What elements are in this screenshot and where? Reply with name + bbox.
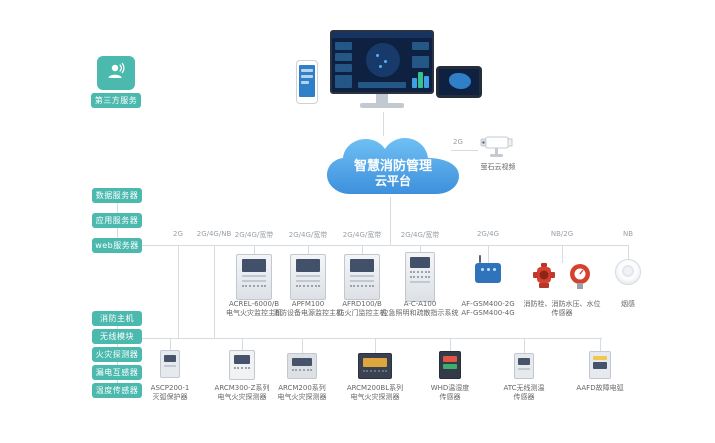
dashboard-screen — [330, 30, 434, 94]
device-smoke-detector — [615, 259, 641, 285]
device-label: AAFD故障电弧 — [576, 384, 624, 392]
device-hydrant-sensors — [532, 262, 596, 292]
device-label: ARCM200BL系列 电气火灾探测器 — [346, 384, 404, 401]
device-arcm200bl — [358, 353, 392, 379]
badge-fire-detector: 火灾探测器 — [92, 347, 142, 362]
device-label: APFM100 消防设备电源监控主机 — [273, 300, 343, 317]
connector-line — [628, 245, 629, 259]
connector-line — [390, 197, 391, 245]
device-acrel6000-host — [236, 254, 272, 300]
network-label: NB/2G — [550, 230, 574, 238]
connector-line — [600, 338, 601, 351]
device-whd — [439, 351, 461, 379]
cloud-icon — [322, 138, 464, 202]
device-aca100-cabinet — [405, 252, 435, 302]
cloud-title-line2: 云平台 — [374, 174, 411, 188]
third-party-tile — [97, 56, 135, 90]
third-party-label: 第三方服务 — [91, 93, 141, 108]
device-screen — [296, 259, 320, 272]
badge-data-server: 数据服务器 — [92, 188, 142, 203]
cloud-platform: 智慧消防管理 云平台 — [322, 134, 464, 200]
device-ascp200 — [160, 350, 180, 378]
network-label: 2G/4G/宽带 — [234, 231, 274, 239]
water-pressure-gauge-icon — [567, 262, 593, 294]
network-label: NB — [622, 230, 634, 238]
fire-hydrant-icon — [532, 262, 556, 294]
device-label: AF-GSM400-2G AF-GSM400-4G — [461, 300, 515, 317]
antenna-icon — [479, 255, 481, 263]
badge-app-server: 应用服务器 — [92, 213, 142, 228]
connector-line — [383, 112, 384, 136]
badge-temperature-sensor: 温度传感器 — [92, 383, 142, 398]
device-atc — [514, 353, 534, 379]
camera-label: 萤石云视频 — [480, 163, 516, 171]
cloud-title-line1: 智慧消防管理 — [353, 159, 432, 174]
device-arcm300z — [229, 350, 255, 380]
network-label: 2G/4G/NB — [196, 230, 232, 238]
monitor-base — [360, 103, 404, 108]
connector-line — [562, 245, 563, 263]
device-apfm100-host — [290, 254, 326, 300]
device-screen — [242, 259, 266, 272]
badge-fire-host: 消防主机 — [92, 311, 142, 326]
camera-connector-line — [451, 150, 478, 151]
device-label: ASCP200-1 灭弧保护器 — [150, 384, 190, 401]
bottom-bus-line — [142, 338, 602, 339]
monitor-stand — [376, 94, 388, 103]
connector-line — [170, 338, 171, 350]
mobile-phone — [296, 60, 318, 104]
cctv-camera-icon — [478, 134, 518, 162]
desktop-monitor — [330, 30, 434, 114]
camera-network-label: 2G — [453, 138, 463, 146]
connector-line — [524, 338, 525, 353]
connector-line — [214, 245, 215, 338]
network-label: 2G/4G/宽带 — [342, 231, 382, 239]
connector-line — [488, 245, 489, 263]
device-label: 烟感 — [621, 300, 635, 308]
tablet-screen — [439, 69, 479, 95]
device-label: ARCM200系列 电气火灾探测器 — [277, 384, 327, 401]
tablet-device — [436, 66, 482, 98]
connector-line — [450, 338, 451, 351]
tablet-map — [449, 73, 471, 89]
network-label: 2G/4G — [476, 230, 500, 238]
device-aafd — [589, 351, 611, 379]
connector-line — [242, 338, 243, 350]
phone-screen — [299, 65, 315, 97]
device-label: AFRD100/B 防火门监控主机 — [337, 300, 387, 317]
device-label: ATC无线测温 传感器 — [503, 384, 545, 401]
connector-line — [302, 338, 303, 353]
person-headset-icon — [104, 59, 128, 87]
connector-line — [178, 245, 179, 338]
connector-line — [420, 245, 421, 253]
top-bus-line — [142, 245, 629, 246]
device-label: 消防栓、消防水压、水位 传感器 — [523, 300, 601, 317]
device-screen — [410, 257, 430, 268]
device-label: ARCM300-Z系列 电气火灾探测器 — [214, 384, 270, 401]
device-af-gsm400-module — [475, 255, 501, 283]
device-label: ACREL-6000/B 电气火灾监控主机 — [226, 300, 282, 317]
dashboard-map — [366, 43, 400, 77]
connector-line — [362, 245, 363, 255]
badge-wireless-module: 无线模块 — [92, 329, 142, 344]
connector-line — [308, 245, 309, 255]
device-label: WHD温湿度 传感器 — [430, 384, 470, 401]
device-arcm200 — [287, 353, 317, 379]
device-screen — [350, 259, 374, 272]
network-label: 2G — [173, 230, 183, 238]
badge-web-server: web服务器 — [92, 238, 142, 253]
network-label: 2G/4G/宽带 — [288, 231, 328, 239]
dashboard-header — [332, 32, 432, 38]
connector-line — [254, 245, 255, 255]
device-afrd100-host — [344, 254, 380, 300]
connector-line — [375, 338, 376, 353]
badge-leakage-transformer: 漏电互感器 — [92, 365, 142, 380]
device-label: A-C-A100 应急照明和疏散指示系统 — [381, 300, 459, 317]
network-label: 2G/4G/宽带 — [400, 231, 440, 239]
